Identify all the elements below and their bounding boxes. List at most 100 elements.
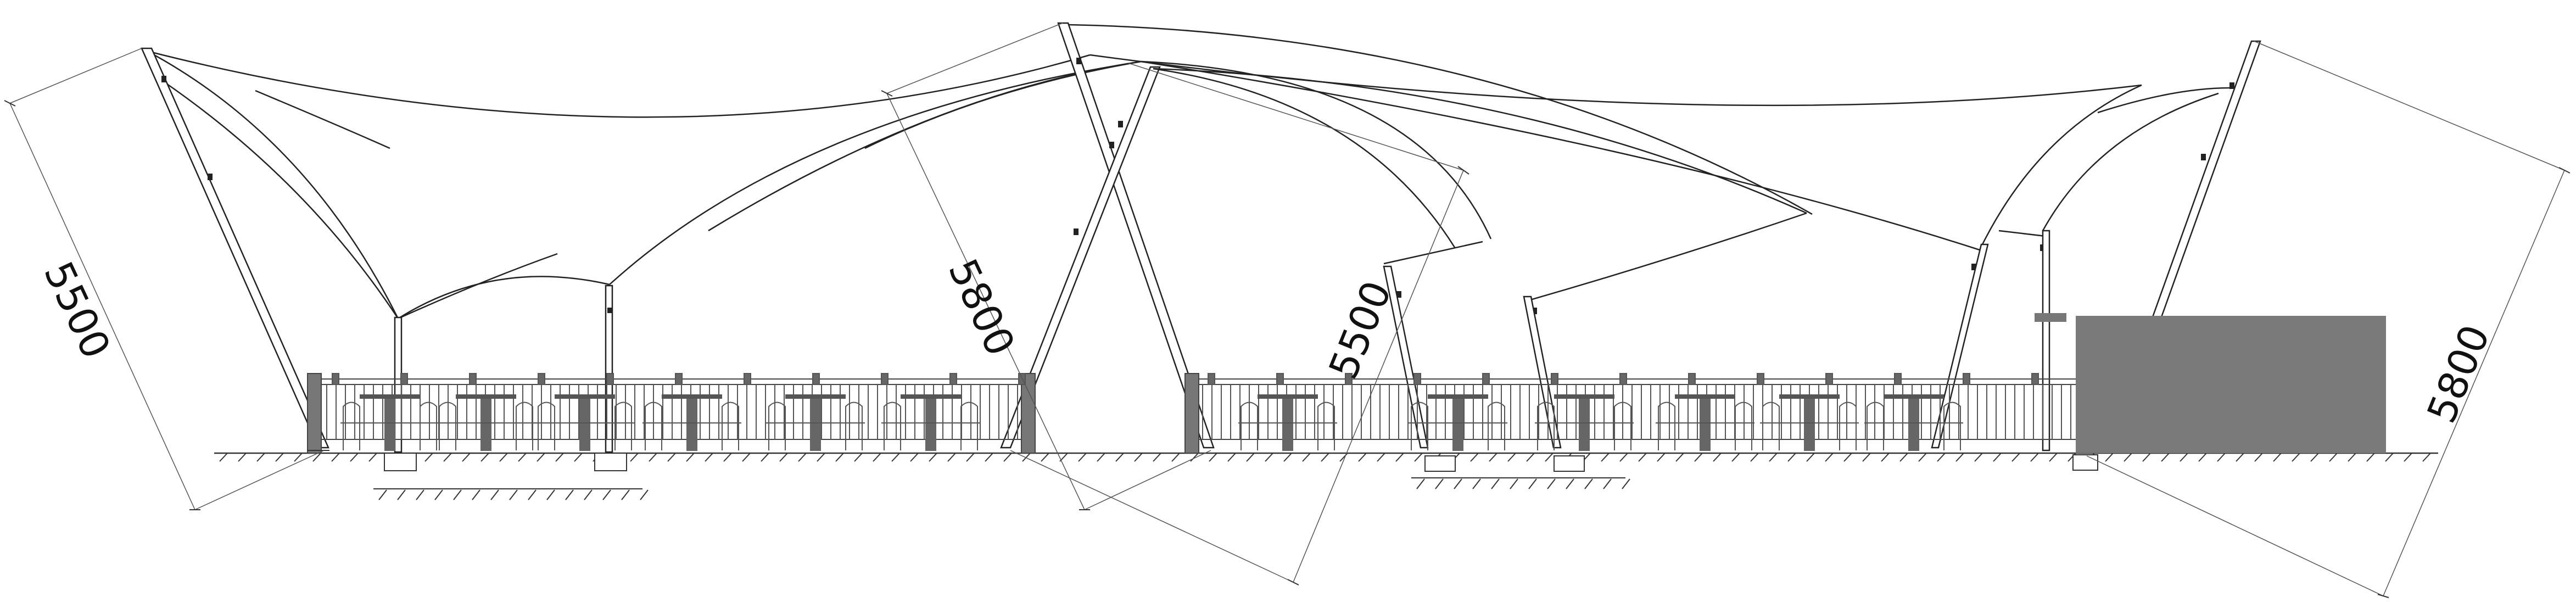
table-leg	[1804, 399, 1815, 451]
rail-post	[1825, 373, 1833, 385]
rail-post	[1345, 373, 1353, 385]
table-top	[901, 394, 961, 399]
chair	[722, 402, 739, 450]
hatch-mark	[1566, 478, 1574, 489]
rail-post	[744, 373, 751, 385]
hatch-mark	[1619, 453, 1628, 462]
hatch-mark	[798, 453, 807, 462]
hatch-mark	[1638, 453, 1647, 462]
chair	[1867, 402, 1884, 450]
rail-post	[1963, 373, 1970, 385]
hatch-mark	[1209, 453, 1217, 462]
hatch-mark	[2142, 453, 2151, 462]
hatch-mark	[2422, 453, 2431, 462]
hatch-mark	[312, 453, 321, 462]
hatch-mark	[2180, 453, 2188, 462]
hatch-mark	[1022, 453, 1031, 462]
hatch-mark	[1731, 453, 1740, 462]
chair	[1411, 402, 1428, 450]
hatch-mark	[2273, 453, 2282, 462]
hatch-mark	[1918, 453, 1927, 462]
mast-fittings	[161, 58, 2234, 314]
hatch-mark	[1787, 453, 1796, 462]
hatch-mark	[1601, 453, 1610, 462]
hatch-mark	[1769, 453, 1778, 462]
hatch-mark	[854, 453, 863, 462]
hatch-mark	[640, 489, 649, 500]
hatch-mark	[2011, 453, 2020, 462]
chair	[845, 402, 863, 450]
hatch-mark	[2198, 453, 2207, 462]
hatch-mark	[1395, 453, 1404, 462]
hatch-mark	[779, 453, 788, 462]
hatch-mark	[1246, 453, 1255, 462]
rail-post	[1688, 373, 1696, 385]
hatch-mark	[294, 453, 303, 462]
table-leg	[1579, 399, 1590, 451]
hatch-mark	[1435, 478, 1444, 489]
table-leg	[686, 399, 697, 451]
hatch-mark	[649, 453, 657, 462]
chair	[1317, 402, 1335, 450]
hatch-mark	[2329, 453, 2338, 462]
chair	[516, 402, 533, 450]
hatch-mark	[1806, 453, 1815, 462]
hatch-mark	[1993, 453, 2002, 462]
hatch-mark	[2385, 453, 2394, 462]
hatch-mark	[1489, 453, 1497, 462]
table-top	[1554, 394, 1614, 399]
hatch-mark	[1003, 453, 1012, 462]
hatch-mark	[1283, 453, 1292, 462]
right-railing-balusters	[1202, 373, 2071, 439]
rail-post	[469, 373, 477, 385]
rail-post	[675, 373, 683, 385]
hatch-mark	[2161, 453, 2170, 462]
hatch-mark	[2105, 453, 2114, 462]
table-top	[360, 394, 420, 399]
rail-post	[2031, 373, 2039, 385]
rail-post	[1208, 373, 1215, 385]
hatch-mark	[1713, 453, 1722, 462]
left-canopy	[147, 50, 1142, 320]
hatch-mark	[1899, 453, 1908, 462]
left-railing-balusters	[326, 373, 1026, 439]
hatch-mark	[1694, 453, 1703, 462]
ground-hatch	[219, 453, 2431, 500]
rail-post	[1482, 373, 1490, 385]
hatch-mark	[219, 453, 228, 462]
right-canopy	[1068, 24, 2230, 300]
hatch-mark	[256, 453, 265, 462]
hatch-mark	[1843, 453, 1852, 462]
chair	[1735, 402, 1752, 450]
hatch-mark	[1472, 478, 1481, 489]
hatch-mark	[1657, 453, 1666, 462]
hatch-mark	[1526, 453, 1535, 462]
rail-post	[1894, 373, 1902, 385]
hatch-mark	[584, 489, 593, 500]
chair	[1240, 402, 1258, 450]
hatch-mark	[331, 453, 340, 462]
hatch-mark	[537, 453, 545, 462]
chair	[645, 402, 662, 450]
hatch-mark	[1545, 453, 1554, 462]
hatch-mark	[238, 453, 247, 462]
table-top	[785, 394, 846, 399]
hatch-mark	[518, 453, 527, 462]
table-leg	[480, 399, 491, 451]
left-footings	[308, 450, 642, 489]
rail-post	[1619, 373, 1627, 385]
right-footings	[1411, 454, 2098, 478]
table-top	[1884, 394, 1944, 399]
hatch-mark	[1825, 453, 1834, 462]
hatch-mark	[1937, 453, 1946, 462]
rail-post	[949, 373, 957, 385]
hatch-mark	[472, 489, 480, 500]
hatch-mark	[1097, 453, 1105, 462]
hatch-mark	[1414, 453, 1423, 462]
hatch-mark	[1603, 478, 1612, 489]
hatch-mark	[546, 489, 555, 500]
hatch-mark	[1507, 453, 1516, 462]
table-leg	[1452, 399, 1463, 451]
hatch-mark	[947, 453, 956, 462]
